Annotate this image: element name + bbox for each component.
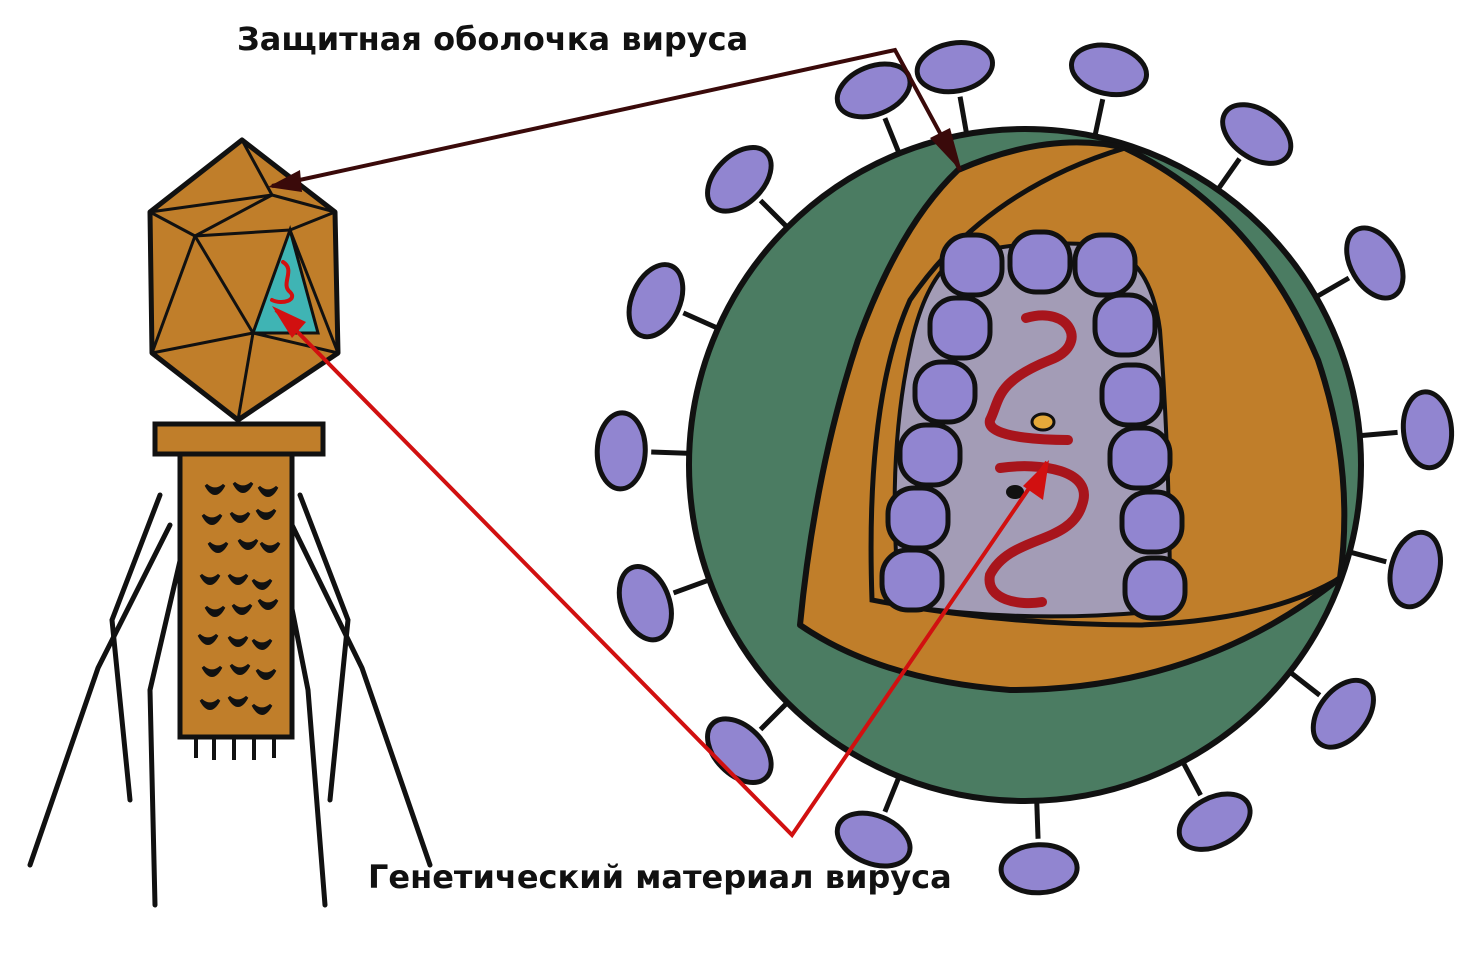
nucleocapsid-protein (939, 232, 1005, 298)
bacteriophage-icon (27, 137, 433, 908)
tail-spot (255, 668, 277, 680)
spike-head (594, 410, 648, 492)
phage-collar (152, 421, 326, 457)
tail-spot (251, 703, 273, 715)
tail-spot (204, 483, 226, 495)
spike-head (1387, 529, 1443, 610)
nucleocapsid-protein (1119, 489, 1185, 555)
nucleocapsid-protein (1122, 555, 1188, 621)
spike-head (1310, 677, 1376, 750)
tail-spots (197, 481, 281, 715)
genetic-material-label: Генетический материал вируса (368, 858, 952, 896)
nucleocapsid-protein (885, 485, 951, 551)
tail-spot (199, 573, 221, 585)
nucleocapsid-protein (897, 422, 963, 488)
tail-spot (227, 573, 249, 585)
spike-head (1220, 102, 1294, 166)
tail-spot (231, 603, 253, 615)
tail-spot (227, 695, 249, 707)
nucleocapsid-protein (1099, 362, 1165, 428)
tail-spot (204, 605, 226, 617)
tail-spot (227, 635, 249, 647)
enveloped-virus-icon (594, 40, 1455, 896)
spike-head (1068, 42, 1149, 98)
nucleocapsid-protein (927, 295, 993, 361)
tail-spot (237, 538, 259, 550)
spike-head (914, 40, 996, 95)
arrow-genetic (272, 306, 1049, 839)
spike-head (1176, 791, 1253, 852)
tail-spot (232, 481, 254, 493)
viral-rna (984, 310, 1089, 609)
spike-head (1400, 389, 1455, 471)
spike-head (626, 262, 686, 340)
spike-head (834, 810, 913, 869)
phage-genetic-material (270, 260, 294, 304)
tail-spot (257, 485, 279, 497)
tail-spot (257, 598, 279, 610)
nucleocapsid-protein (1007, 229, 1073, 295)
nucleocapsid-protein (1107, 425, 1173, 491)
tail-spot (251, 638, 273, 650)
nucleocapsid-protein (912, 359, 978, 425)
tail-spot (229, 663, 251, 675)
arrow-shell (268, 47, 962, 192)
tail-spot (229, 511, 251, 523)
spike-head (616, 564, 674, 643)
spike-head (998, 842, 1080, 896)
tail-spot (201, 665, 223, 677)
nucleocapsid-protein (1092, 292, 1158, 358)
base-plate-spikes (194, 737, 276, 760)
nucleocapsid-protein (879, 547, 945, 613)
tail-spot (251, 578, 273, 590)
nucleocapsid-proteins (879, 229, 1188, 621)
tail-spot (201, 513, 223, 525)
tail-spot (259, 541, 281, 553)
tail-spot (197, 633, 219, 645)
shell-label: Защитная оболочка вируса (237, 20, 749, 58)
tail-spot (199, 698, 221, 710)
nucleocapsid-protein (1072, 232, 1138, 298)
tail-spot (255, 508, 277, 520)
core-dot-2 (1006, 485, 1024, 499)
tail-spot (207, 541, 229, 553)
core-dot (1030, 412, 1056, 432)
capsid-facets (149, 139, 340, 421)
tail-sheath (177, 449, 295, 740)
spike-head (705, 145, 774, 214)
spike-head (1344, 225, 1406, 301)
